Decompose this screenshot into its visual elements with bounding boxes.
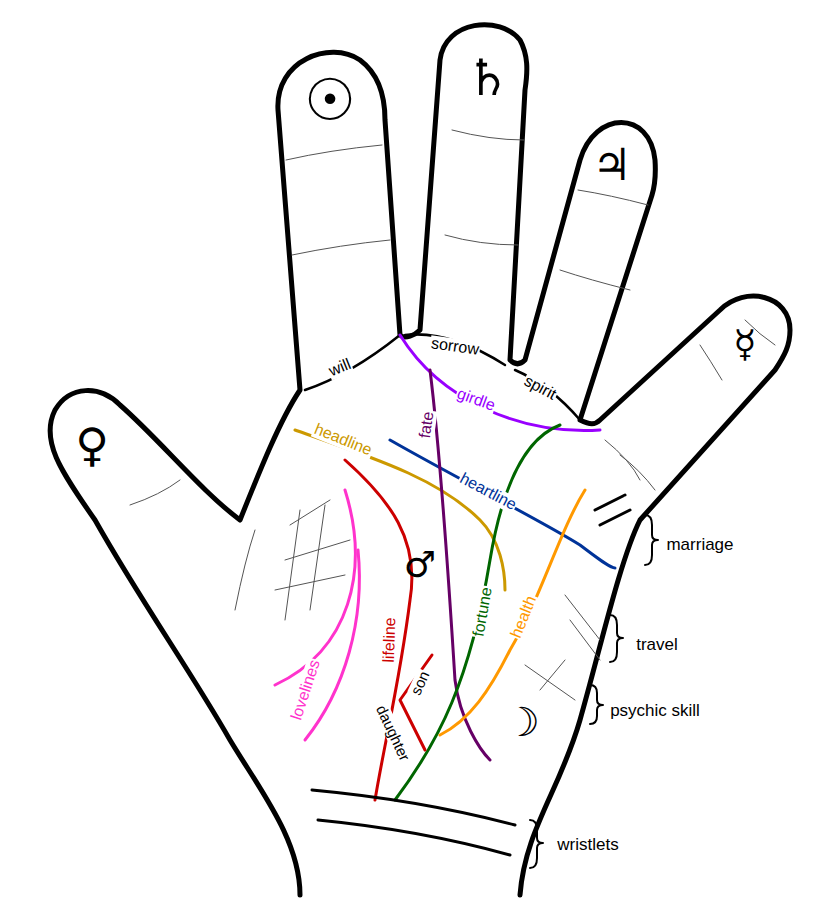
marriage-marks: [595, 495, 630, 525]
line-label: lifeline: [381, 616, 399, 664]
children-lines: [400, 655, 432, 750]
crease-label: spirit: [520, 372, 559, 404]
finger-creases: [130, 130, 775, 610]
line-label: health: [508, 593, 541, 642]
fate-line: [430, 370, 490, 760]
love-line: [275, 490, 355, 685]
fortune-line: [395, 425, 560, 800]
callout-label: travel: [635, 636, 679, 654]
planet-symbol: ♃: [591, 142, 632, 188]
planet-symbol: ☽: [503, 701, 541, 743]
callout-label: marriage: [665, 536, 734, 554]
callout-label: wristlets: [556, 836, 619, 854]
planet-symbol: ☿: [732, 325, 757, 365]
line-label: lovelines: [288, 657, 324, 723]
line-label: son: [407, 668, 432, 698]
hand-outline: [50, 25, 790, 895]
brackets: [530, 515, 658, 868]
palm-marks: [275, 500, 600, 700]
wrist-lines: [312, 790, 515, 855]
love-line: [305, 550, 359, 740]
callout-label: psychic skill: [609, 702, 701, 720]
head-line: [295, 430, 505, 590]
crease-label: will: [326, 356, 355, 381]
planet-symbol: ♀: [74, 421, 110, 469]
planet-symbol: ☉: [303, 70, 357, 131]
line-label: headline: [311, 421, 375, 460]
planet-symbol: ♂: [403, 546, 437, 584]
line-label: fortune: [470, 585, 496, 639]
health-line: [440, 490, 585, 735]
line-label: girdle: [454, 385, 498, 415]
crease-label: sorrow: [429, 335, 481, 359]
line-label: fate: [417, 410, 438, 441]
base-creases: [305, 334, 580, 420]
planet-symbol: ♄: [465, 52, 512, 105]
